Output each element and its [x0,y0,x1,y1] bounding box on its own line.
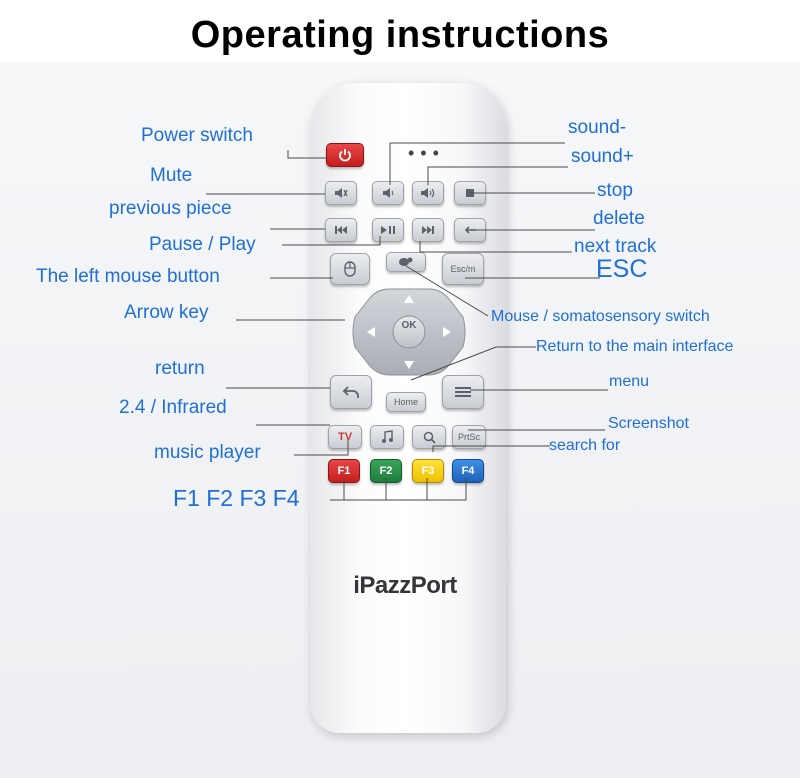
label-mouse-switch: Mouse / somatosensory switch [491,308,710,325]
esc-button[interactable]: Esc/m [442,253,484,285]
label-next-track: next track [574,236,657,257]
label-esc: ESC [596,255,648,283]
home-button[interactable]: Home [386,392,426,412]
next-track-button[interactable] [412,218,444,242]
gyro-mouse-icon [399,257,413,266]
menu-button[interactable] [442,375,484,409]
volume-down-icon [383,188,394,198]
infrared-tv-button[interactable]: TV [328,425,362,449]
search-button[interactable] [412,425,446,449]
label-f-keys: F1 F2 F3 F4 [173,485,300,511]
label-sound-minus: sound- [568,117,627,138]
ok-label: OK [401,320,417,331]
label-return: return [155,358,205,379]
label-arrow-key: Arrow key [124,302,209,323]
page-title: Operating instructions [190,14,610,56]
play-pause-button[interactable] [372,218,404,242]
label-search-for: search for [549,437,621,454]
search-icon [423,431,436,444]
d-pad [352,288,466,376]
brand-logo: iPazzPort [353,572,457,599]
f2-button[interactable]: F2 [370,459,402,483]
indicator-dots: ••• [408,143,445,163]
f3-button[interactable]: F3 [412,459,444,483]
label-mute: Mute [150,165,193,186]
f1-button[interactable]: F1 [328,459,360,483]
label-sound-plus: sound+ [571,146,634,167]
backspace-icon [464,226,476,234]
label-stop: stop [597,180,633,201]
return-button[interactable] [330,375,372,409]
stop-icon [466,189,474,197]
previous-track-button[interactable] [325,218,357,242]
return-arrow-icon [342,386,359,398]
label-screenshot: Screenshot [608,415,689,432]
f4-button[interactable]: F4 [452,459,484,483]
screenshot-button[interactable]: PrtSc [452,425,486,449]
arrow-right-button[interactable] [443,327,451,337]
power-icon [339,149,351,162]
music-note-icon [382,430,393,443]
label-left-mouse: The left mouse button [36,266,220,287]
arrow-left-button[interactable] [367,327,375,337]
label-previous-piece: previous piece [109,198,232,219]
label-menu: menu [609,373,650,390]
volume-up-button[interactable] [412,181,444,205]
label-pause-play: Pause / Play [149,234,256,255]
volume-down-button[interactable] [372,181,404,205]
label-power-switch: Power switch [141,125,253,146]
label-infrared: 2.4 / Infrared [119,397,227,418]
label-delete: delete [593,208,645,229]
mouse-icon [344,261,356,277]
volume-up-icon [421,188,435,198]
delete-button[interactable] [454,218,486,242]
menu-icon [455,387,471,397]
mute-button[interactable] [325,181,357,205]
play-pause-icon [381,226,395,234]
mute-icon [335,188,348,198]
previous-icon [335,226,347,234]
music-player-button[interactable] [370,425,404,449]
left-mouse-button[interactable] [330,253,370,285]
mouse-switch-button[interactable] [386,252,426,272]
label-main-interface: Return to the main interface [536,338,734,355]
next-icon [422,226,434,234]
stop-button[interactable] [454,181,486,205]
power-button[interactable] [326,143,364,167]
label-music-player: music player [154,442,261,463]
